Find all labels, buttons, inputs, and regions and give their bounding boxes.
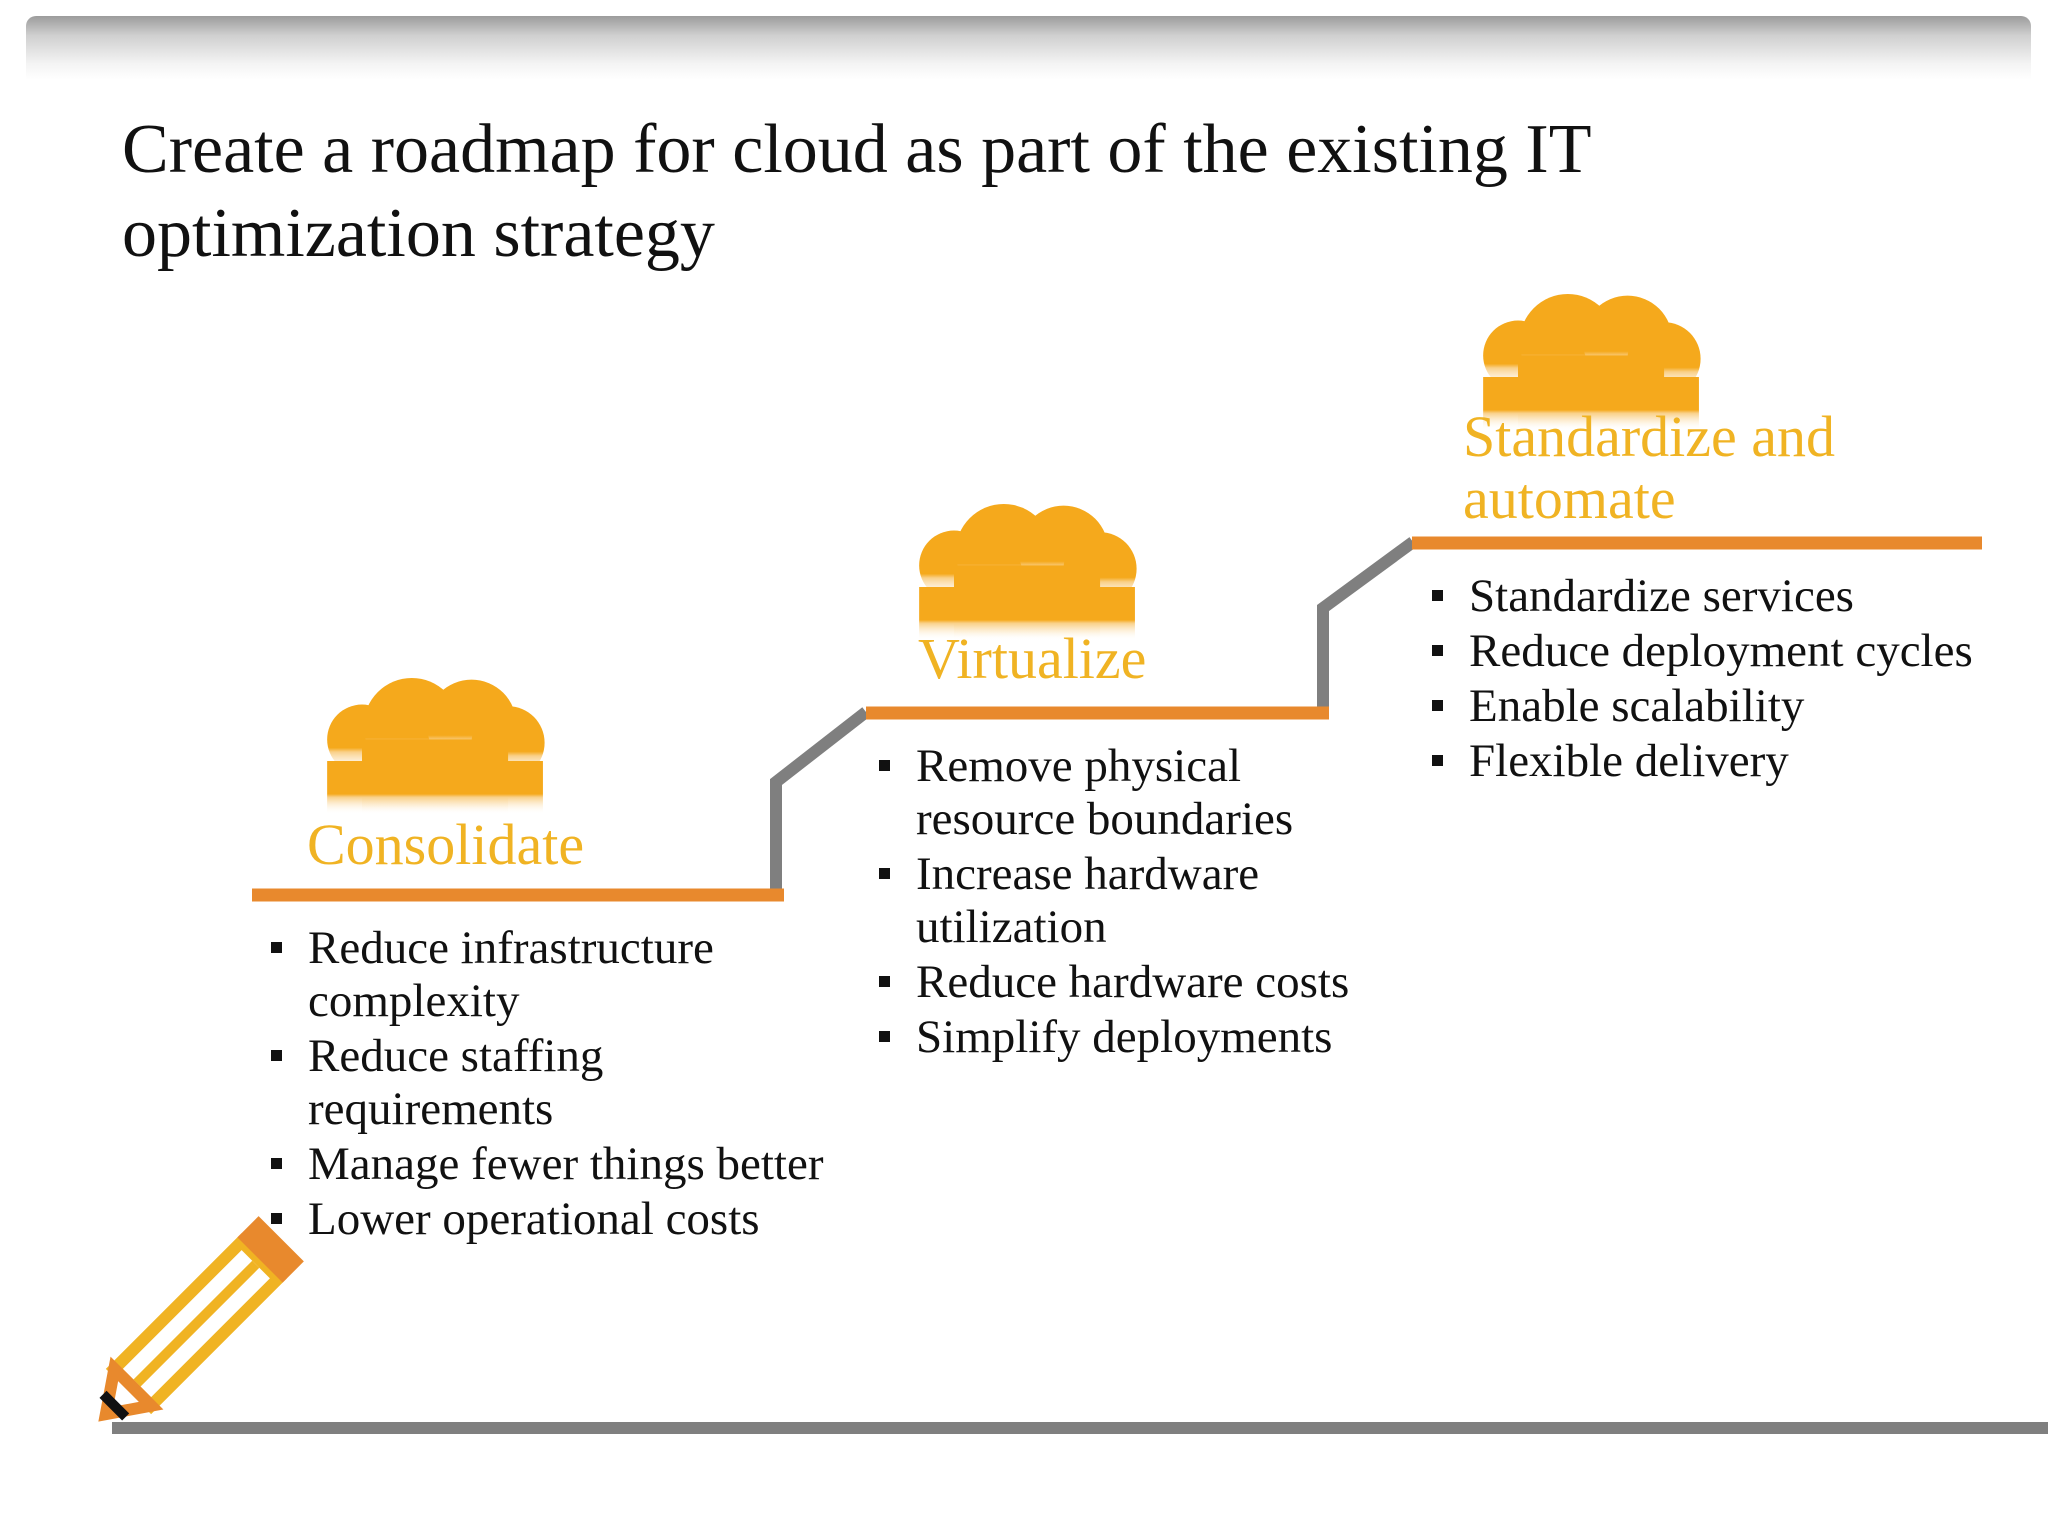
stage-label-virtualize: Virtualize: [918, 626, 1147, 691]
bullet-marker-icon: [879, 1031, 890, 1042]
bullet-marker-icon: [879, 760, 890, 771]
list-item: Manage fewer things better: [271, 1138, 831, 1191]
list-item: Reduce deployment cycles: [1432, 625, 1992, 678]
list-item: Lower operational costs: [271, 1193, 831, 1246]
bullet-marker-icon: [1432, 700, 1443, 711]
consolidate-bullet-list: Reduce infrastructure complexity Reduce …: [271, 922, 831, 1248]
list-item: Reduce hardware costs: [879, 956, 1399, 1009]
slide-title: Create a roadmap for cloud as part of th…: [122, 111, 1591, 272]
stage-label-standardize: Standardize and automate: [1463, 404, 1836, 531]
bullet-marker-icon: [271, 1050, 282, 1061]
list-item: Reduce infrastructure complexity: [271, 922, 831, 1028]
list-item: Reduce staffing requirements: [271, 1030, 831, 1136]
list-item: Flexible delivery: [1432, 735, 1992, 788]
list-item: Increase hardware utilization: [879, 848, 1399, 954]
list-item: Simplify deployments: [879, 1011, 1399, 1064]
bullet-marker-icon: [271, 942, 282, 953]
list-item: Enable scalability: [1432, 680, 1992, 733]
bullet-marker-icon: [1432, 755, 1443, 766]
standardize-bullet-list: Standardize services Reduce deployment c…: [1432, 570, 1992, 790]
bullet-marker-icon: [271, 1158, 282, 1169]
bullet-marker-icon: [1432, 645, 1443, 656]
step-riser-1: [770, 707, 870, 892]
bullet-marker-icon: [271, 1213, 282, 1224]
bullet-marker-icon: [879, 868, 890, 879]
cloud-icon: [327, 678, 545, 815]
cloud-icon: [919, 504, 1137, 641]
virtualize-bullet-list: Remove physical resource boundaries Incr…: [879, 740, 1399, 1066]
step-riser-2: [1317, 537, 1417, 712]
pencil-icon: [98, 1216, 304, 1422]
list-item: Remove physical resource boundaries: [879, 740, 1399, 846]
stage-label-consolidate: Consolidate: [307, 812, 585, 877]
bullet-marker-icon: [879, 976, 890, 987]
list-item: Standardize services: [1432, 570, 1992, 623]
bullet-marker-icon: [1432, 590, 1443, 601]
header-gradient-bar: [26, 16, 2031, 80]
